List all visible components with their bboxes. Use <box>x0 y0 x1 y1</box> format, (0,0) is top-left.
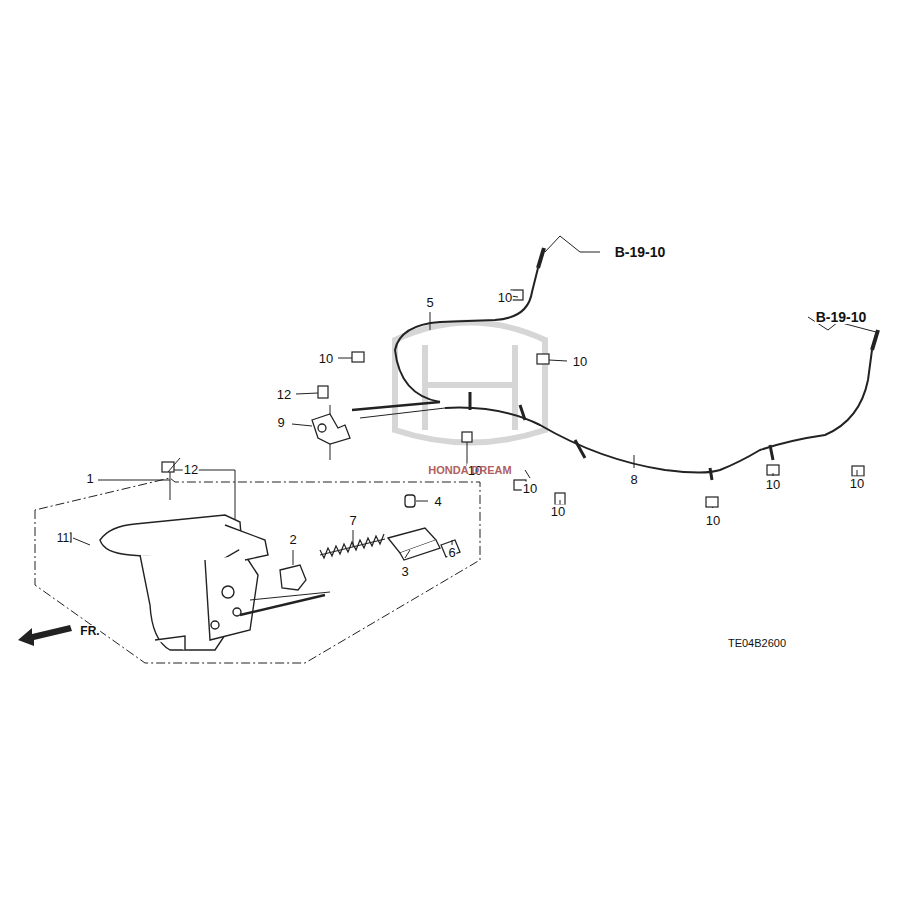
callout-number: 7 <box>348 514 357 527</box>
callout-number: 10 <box>318 352 334 365</box>
watermark-text: HONDA DREAM <box>427 465 512 476</box>
watermark-logo <box>395 323 545 443</box>
front-arrow <box>18 625 72 646</box>
callout-number: 10 <box>572 355 588 368</box>
bracket-line <box>98 470 235 520</box>
callout-number: 12 <box>276 388 292 401</box>
cable-guide <box>312 414 350 444</box>
diagram-code: TE04B2600 <box>727 638 787 649</box>
brake-cable <box>352 248 878 480</box>
direction-label: FR. <box>79 625 100 637</box>
callout-number: 11 <box>56 532 70 544</box>
callout-number: 10 <box>765 478 781 491</box>
callout-number: 2 <box>288 533 297 546</box>
callout-number: 10 <box>522 482 538 495</box>
part-clip <box>280 565 306 590</box>
callout-number: 9 <box>276 416 285 429</box>
assembly-outline <box>35 478 480 663</box>
callout-number: 4 <box>433 495 442 508</box>
callout-number: 12 <box>183 463 199 476</box>
callout-number: 6 <box>447 546 456 559</box>
callout-number: 1 <box>85 472 94 485</box>
equalizer <box>388 495 460 560</box>
callout-number: 10 <box>849 477 865 490</box>
reference-code: B-19-10 <box>815 310 868 324</box>
callout-number: 10 <box>497 291 513 304</box>
callout-number: 10 <box>705 514 721 527</box>
callout-number: 5 <box>425 296 434 309</box>
callout-number: 8 <box>629 473 638 486</box>
reference-code: B-19-10 <box>614 245 667 259</box>
bolt <box>62 290 864 542</box>
callout-number: 3 <box>400 565 409 578</box>
callout-number: 10 <box>550 505 566 518</box>
leader-line <box>73 236 876 565</box>
brake-lever <box>100 515 330 650</box>
